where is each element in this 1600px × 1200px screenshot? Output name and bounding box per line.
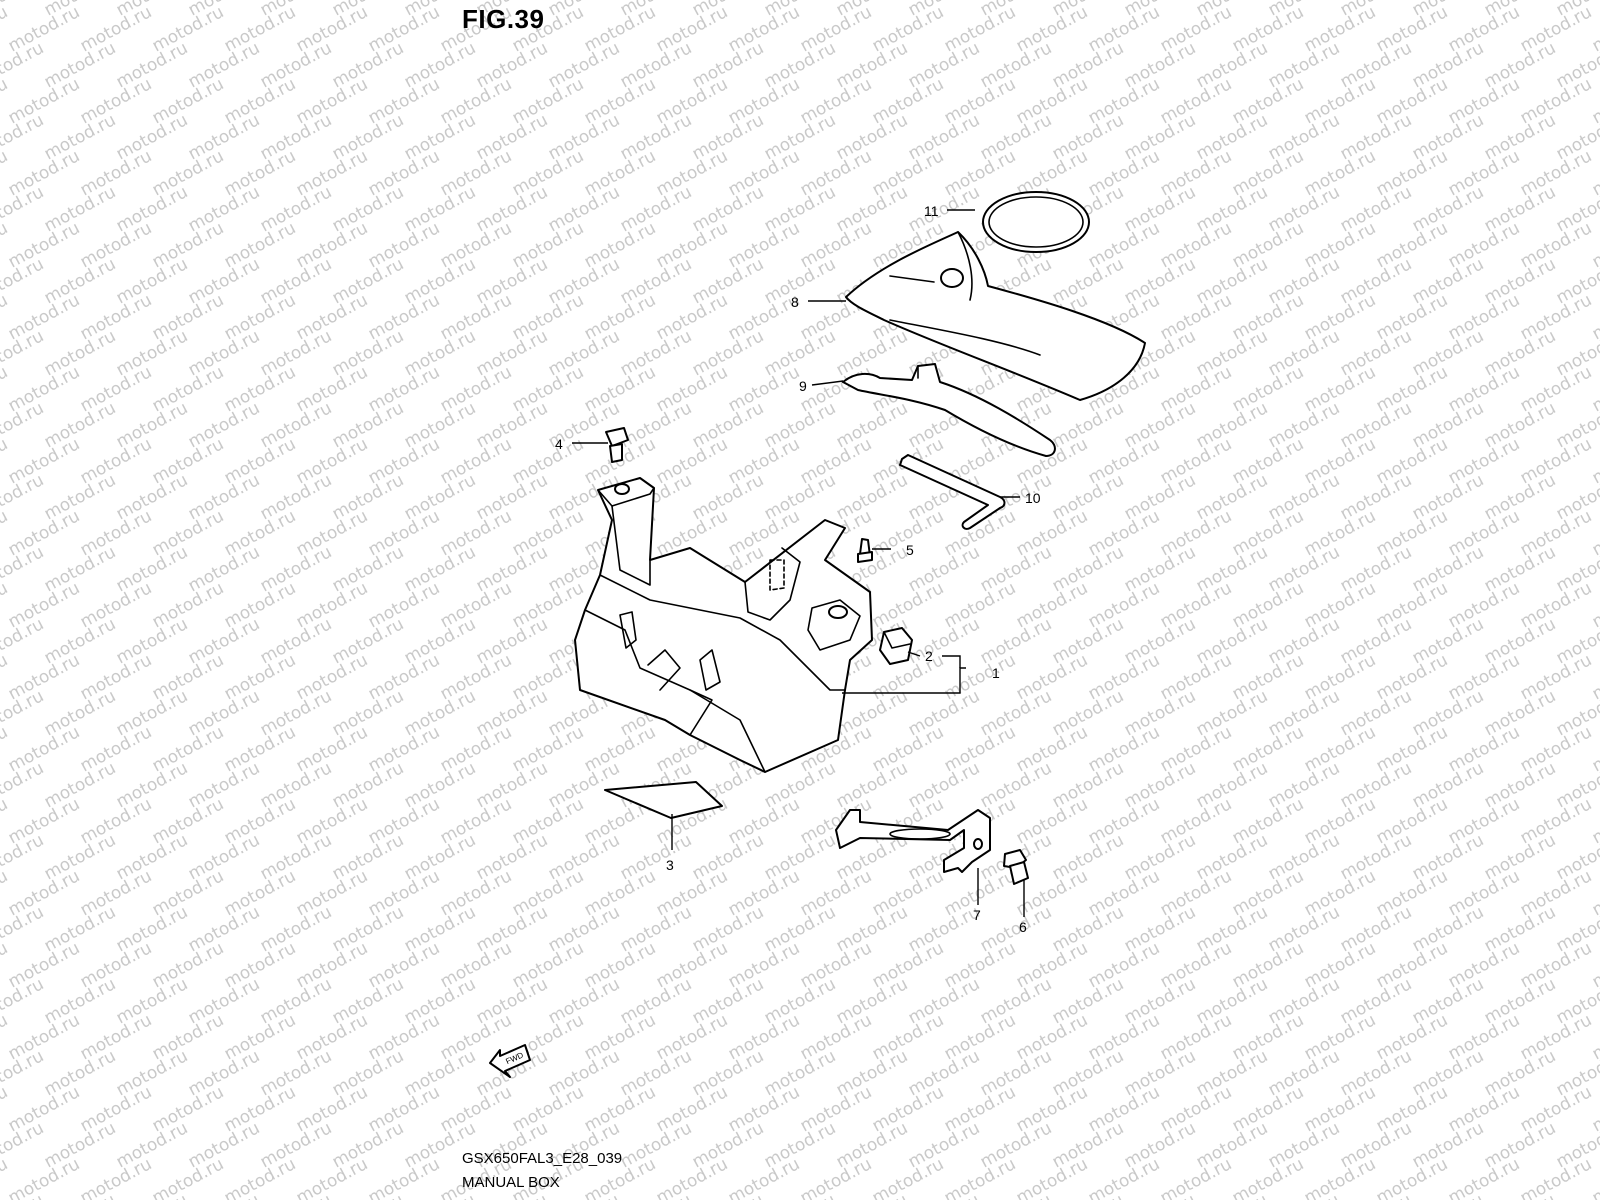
callout-1: 1 xyxy=(992,665,1000,681)
callout-6: 6 xyxy=(1019,919,1027,935)
callout-7: 7 xyxy=(973,907,981,923)
part-1-manual-box xyxy=(574,477,873,773)
diagram-title: MANUAL BOX xyxy=(462,1174,560,1191)
part-8-tool-bag xyxy=(845,231,1146,401)
fwd-arrow-icon: FWD xyxy=(489,1044,531,1078)
part-11-o-ring xyxy=(982,191,1090,253)
part-5-screw xyxy=(857,538,873,563)
callout-2: 2 xyxy=(925,648,933,664)
callout-labels: 11 8 9 4 10 5 2 1 3 7 6 xyxy=(555,203,1041,935)
part-6-bolt xyxy=(1003,849,1029,885)
part-9-spanner xyxy=(842,363,1056,457)
callout-10: 10 xyxy=(1025,490,1041,506)
part-7-bracket xyxy=(835,809,991,873)
part-3-label-sheet xyxy=(604,781,723,819)
callout-4: 4 xyxy=(555,436,563,452)
leader-lines xyxy=(572,209,1025,917)
figure-title: FIG.39 xyxy=(462,4,545,34)
callout-8: 8 xyxy=(791,294,799,310)
callout-3: 3 xyxy=(666,857,674,873)
callout-9: 9 xyxy=(799,378,807,394)
part-4-bolt xyxy=(605,427,629,463)
diagram-code: GSX650FAL3_E28_039 xyxy=(462,1150,623,1167)
callout-11: 11 xyxy=(924,203,939,219)
part-2-cushion xyxy=(879,627,913,665)
callout-5: 5 xyxy=(906,542,914,558)
part-10-hex-key xyxy=(899,454,1006,530)
